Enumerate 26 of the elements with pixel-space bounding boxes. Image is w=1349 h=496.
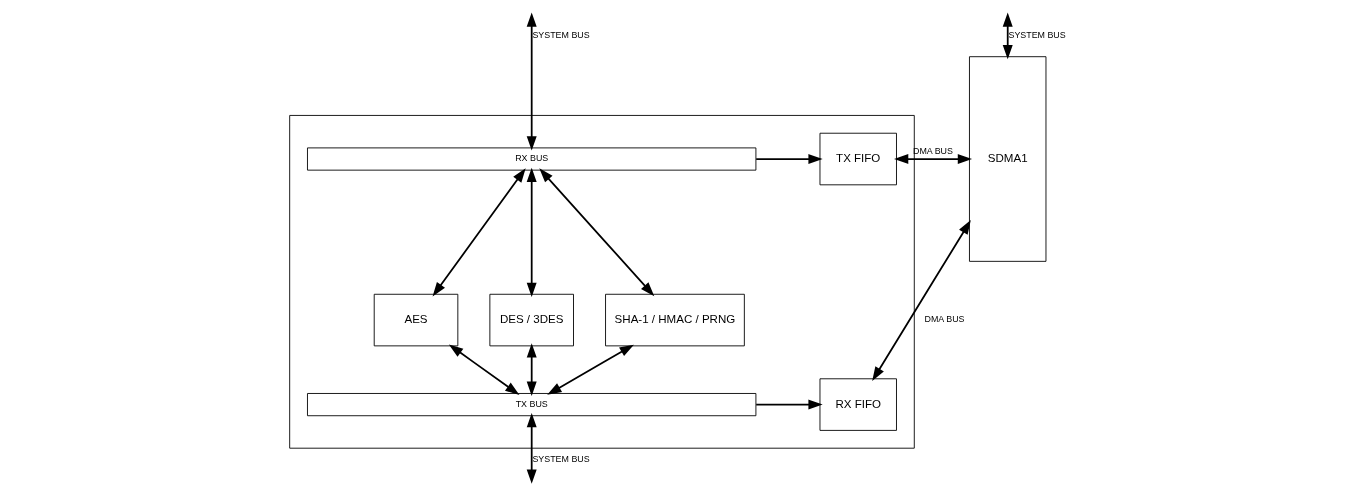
arrow (526, 167, 537, 297)
node-box: TX FIFO (819, 132, 897, 186)
arrow (755, 399, 823, 410)
arrow (448, 344, 520, 395)
edge-label: DMA BUS (924, 314, 965, 325)
node-box: SHA-1 / HMAC / PRNG (605, 293, 745, 347)
edge-label: SYSTEM BUS (1008, 30, 1066, 41)
edge-label: SYSTEM BUS (532, 454, 590, 465)
edge-label: SYSTEM BUS (532, 30, 590, 41)
node-box: TX BUS (307, 393, 757, 417)
node-box: AES (373, 293, 459, 347)
arrow (894, 154, 973, 164)
node-box: RX BUS (307, 147, 757, 171)
arrow (755, 154, 823, 164)
arrow (432, 168, 526, 297)
arrow (526, 413, 537, 484)
arrow (526, 343, 537, 396)
arrow (872, 220, 971, 381)
node-box: SDMA1 (969, 56, 1047, 262)
arrow (547, 344, 634, 395)
node-box: DES / 3DES (489, 293, 574, 347)
node-box: RX FIFO (819, 378, 897, 431)
cluster (289, 115, 915, 449)
arrow (1002, 12, 1013, 60)
arrow (526, 12, 537, 151)
arrow (539, 168, 655, 297)
